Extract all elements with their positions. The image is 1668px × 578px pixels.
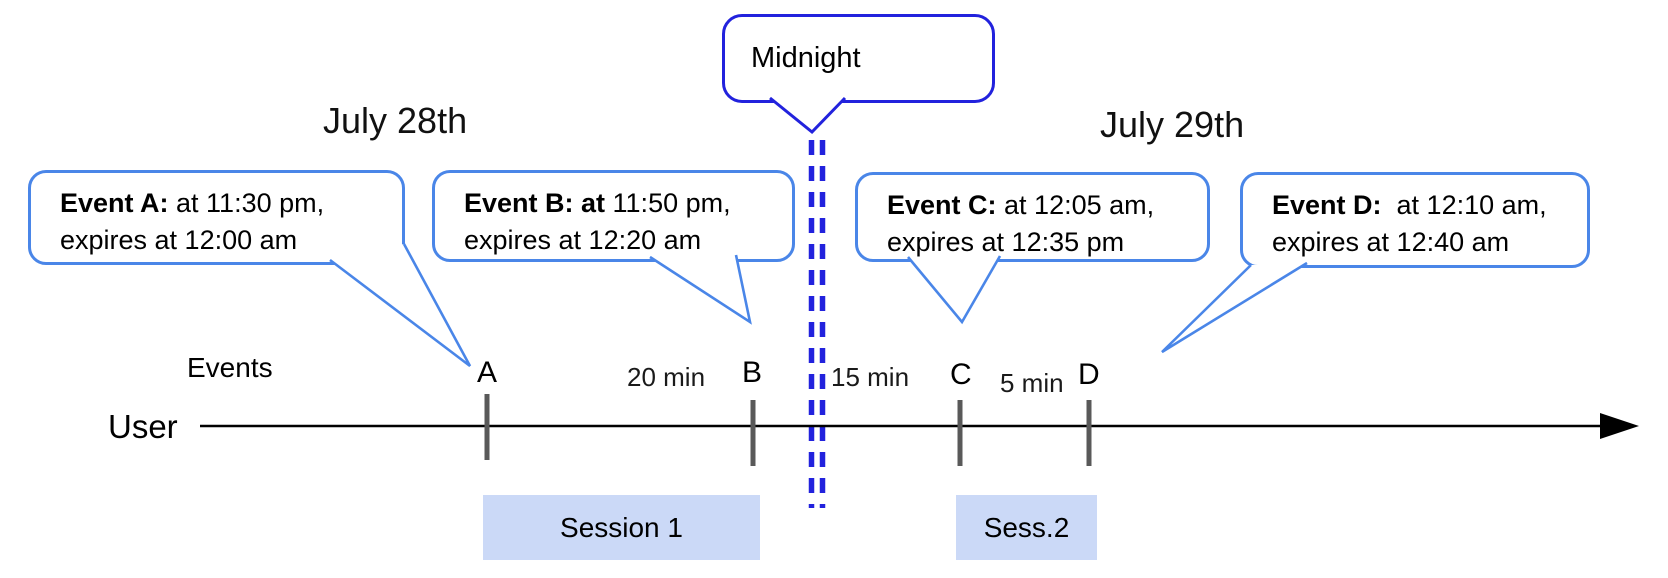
event-a-line2: expires at 12:00 am: [60, 225, 298, 255]
date-label-july-28: July 28th: [323, 100, 468, 141]
event-b-time: 11:50 pm,: [605, 188, 731, 218]
tick-label-d: D: [1078, 358, 1100, 391]
event-a-time: at 11:30 pm,: [168, 188, 325, 218]
event-c-pointer: [907, 255, 1002, 325]
event-d-callout-bubble: Event D: at 12:10 am, expires at 12:40 a…: [1240, 172, 1590, 268]
event-b-title: Event B: at: [464, 188, 606, 218]
midnight-label: Midnight: [751, 42, 861, 74]
user-row-label: User: [108, 408, 178, 445]
event-b-callout-bubble: Event B: at 11:50 pm, expires at 12:20 a…: [432, 170, 795, 262]
event-b-line1: Event B: at 11:50 pm,: [435, 173, 792, 222]
interval-label-5min: 5 min: [1000, 368, 1064, 398]
event-c-time: at 12:05 am,: [996, 190, 1155, 220]
event-c-title: Event C:: [887, 190, 997, 220]
session-1-label: Session 1: [560, 511, 683, 543]
midnight-bubble-pointer: [769, 96, 847, 135]
session-1-box: Session 1: [483, 495, 760, 560]
session-2-label: Sess.2: [983, 511, 1070, 543]
midnight-callout-bubble: Midnight: [722, 14, 995, 103]
tick-label-c: C: [950, 358, 972, 391]
event-d-pointer: [1161, 261, 1308, 354]
interval-label-20min: 20 min: [627, 362, 706, 392]
event-b-line2: expires at 12:20 am: [464, 225, 702, 255]
timeline-arrowhead-icon: [1600, 413, 1639, 439]
tick-label-b: B: [742, 356, 763, 389]
event-a-line1: Event A: at 11:30 pm,: [31, 173, 402, 222]
date-label-july-29: July 29th: [1100, 104, 1245, 145]
session-2-box: Sess.2: [956, 495, 1097, 560]
event-d-line2: expires at 12:40 am: [1272, 227, 1510, 257]
event-c-callout-bubble: Event C: at 12:05 am, expires at 12:35 p…: [855, 172, 1210, 262]
event-a-title: Event A:: [60, 188, 169, 218]
event-d-line1: Event D: at 12:10 am,: [1243, 175, 1587, 224]
event-d-title: Event D:: [1272, 190, 1382, 220]
events-row-label: Events: [187, 352, 273, 383]
tick-label-a: A: [477, 356, 498, 389]
interval-label-15min: 15 min: [831, 362, 910, 392]
event-c-line1: Event C: at 12:05 am,: [858, 175, 1207, 224]
event-a-callout-bubble: Event A: at 11:30 pm, expires at 12:00 a…: [28, 170, 405, 265]
event-c-line2: expires at 12:35 pm: [887, 227, 1125, 257]
event-b-pointer: [649, 254, 752, 325]
event-d-time: at 12:10 am,: [1381, 190, 1547, 220]
